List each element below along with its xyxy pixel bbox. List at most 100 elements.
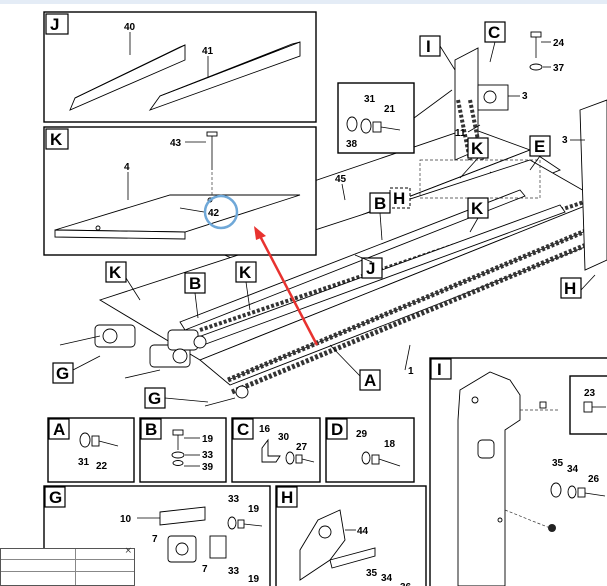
bolt-box-31-21-38: 31 21 38 [337,82,453,154]
box-c-30: 30 [278,432,290,443]
callout-43: 43 [170,138,182,149]
callout-42: 42 [208,208,220,219]
callout-45: 45 [335,174,347,185]
box-b-letter: B [145,420,157,439]
box-a-22: 22 [96,461,108,472]
tag-H-dashed-letter: H [393,189,405,208]
tag-A [359,369,381,391]
panel-j-frame [43,11,317,123]
box-g-10: 10 [120,514,132,525]
right-drive-frame [454,47,607,271]
box-g-7: 7 [152,534,158,545]
panel-j-tag [45,13,69,35]
tag-K-4-letter: K [239,263,252,282]
plate-hole [95,225,101,231]
table-row [1,571,134,572]
plate-4-edge [54,229,186,240]
box-i-nut [548,524,556,532]
leader-42 [179,207,205,213]
box-g-33: 33 [228,494,240,505]
callout-40: 40 [124,22,136,33]
box-h-36: 36 [400,582,412,586]
box-h-34: 34 [381,573,393,584]
callout-3b: 3 [562,135,568,146]
panel-j-letter: J [50,15,59,34]
box-h-letter: H [281,488,293,507]
bolt-group-24-37: 24 37 [529,31,565,74]
table-column-divider [75,549,76,585]
box-b-19: 19 [202,434,214,445]
tag-G-left-letter: G [56,364,69,383]
box-c-letter: C [237,420,249,439]
tag-J [361,257,383,279]
table-row [1,559,134,560]
callout-38: 38 [346,139,358,150]
box-i-26: 26 [588,474,600,485]
main-callout-tags: I C K E H B K J K B K H G G A [52,21,596,409]
detail-panel-k: K 43 4 42 [43,126,317,256]
tag-C-top-letter: C [488,23,500,42]
tag-E-letter: E [534,137,545,156]
box-d-letter: D [331,420,343,439]
tag-G-left [52,362,74,384]
tag-K-1-letter: K [471,139,484,158]
angle-strip-41-top [159,41,301,97]
callout-37: 37 [553,63,565,74]
box-d-29: 29 [356,429,368,440]
box-h-35: 35 [366,568,378,579]
highlight-arrow-head [254,226,266,240]
callout-31-top: 31 [364,94,376,105]
tag-H-right-letter: H [564,279,576,298]
top-strip [0,0,607,4]
tag-B-2-letter: B [189,274,201,293]
tag-H-right [560,277,582,299]
box-a-31: 31 [78,457,90,468]
callout-11: 11 [455,128,466,139]
box-g-letter: G [49,488,62,507]
box-a-letter: A [53,420,65,439]
box-g-19b: 19 [248,574,260,585]
highlight-circle [203,194,239,230]
box-d-18: 18 [384,439,396,450]
box-c-27: 27 [296,442,308,453]
callout-3: 3 [522,91,528,102]
panel-k-tag [45,128,69,150]
box-h-frame [275,485,427,586]
angle-strip-40-top [74,44,186,99]
box-g-7b: 7 [202,564,208,575]
bolt-43-head [206,131,218,137]
box-i-34: 34 [567,464,579,475]
tag-J-letter: J [366,259,375,278]
callout-21: 21 [384,104,396,115]
box-i-letter: I [437,360,442,379]
panel-k-letter: K [50,130,63,149]
tag-K-3 [105,261,127,283]
callout-1: 1 [408,366,414,377]
detail-panel-j: J 40 41 [43,11,317,123]
end-shafts [59,324,249,407]
callout-24: 24 [553,38,565,49]
box-h-44: 44 [357,526,369,537]
detail-box-h: H 44 35 34 36 [275,485,427,586]
detail-box-a: A 31 22 [47,417,135,483]
guide-k-front [179,189,526,331]
detail-box-d: D 29 18 [325,417,415,483]
tag-G-mid-letter: G [148,389,161,408]
box-g-33b: 33 [228,566,240,577]
detail-box-b: B 19 33 39 [139,417,227,483]
close-icon[interactable]: × [124,546,132,556]
detail-box-c: C 16 30 27 [231,417,321,483]
tag-I-top-letter: I [426,37,431,56]
tag-B-1-letter: B [374,194,386,213]
tag-K-3-letter: K [109,263,122,282]
callout-4: 4 [124,162,130,173]
highlight-arrow-shaft [258,235,319,346]
box-g-19: 19 [248,504,260,515]
tag-A-letter: A [364,371,376,390]
detail-box-i: I 23 35 34 26 [429,357,607,586]
box-i-23: 23 [584,388,596,399]
box-b-39: 39 [202,462,214,473]
box-i-35: 35 [552,458,564,469]
overlay-table-window[interactable]: × [0,546,135,586]
